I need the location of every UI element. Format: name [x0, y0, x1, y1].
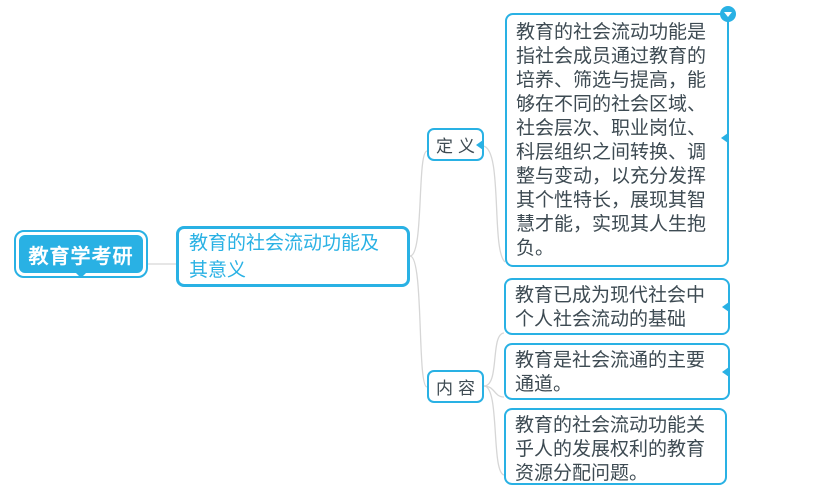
- connector-content-item3: [483, 385, 505, 476]
- main-topic-label: 教育的社会流动功能及其意义: [189, 233, 380, 281]
- connector-content-item2: [483, 385, 505, 398]
- content-item-node[interactable]: 教育是社会流通的主要通道。: [504, 343, 730, 400]
- notch-decoration: [721, 133, 728, 143]
- content-item-node[interactable]: 教育已成为现代社会中个人社会流动的基础: [504, 278, 730, 335]
- chevron-down-icon: [724, 12, 732, 17]
- connector-topic-content: [409, 255, 428, 388]
- collapse-badge[interactable]: [720, 6, 736, 22]
- branch-content-label: 内容: [436, 379, 480, 398]
- notch-decoration: [722, 301, 729, 312]
- branch-node-definition[interactable]: 定义: [427, 128, 484, 161]
- connector-content-item1: [483, 332, 505, 387]
- notch-decoration: [722, 366, 729, 377]
- content-item-text: 教育的社会流动功能关乎人的发展权利的教育资源分配问题。: [515, 415, 706, 484]
- connector-topic-definition: [409, 150, 428, 257]
- root-topic-inner: 教育学考研: [19, 235, 143, 273]
- definition-detail-node[interactable]: 教育的社会流动功能是指社会成员通过教育的培养、筛选与提高，能够在不同的社会区域、…: [505, 13, 729, 267]
- definition-detail-text: 教育的社会流动功能是指社会成员通过教育的培养、筛选与提高，能够在不同的社会区域、…: [516, 22, 707, 259]
- branch-definition-label: 定义: [436, 137, 480, 156]
- connector-definition-detail: [482, 145, 506, 263]
- content-item-text: 教育是社会流通的主要通道。: [515, 350, 706, 395]
- root-tail-decoration: [75, 272, 87, 278]
- main-topic-node[interactable]: 教育的社会流动功能及其意义: [176, 226, 410, 287]
- content-item-node[interactable]: 教育的社会流动功能关乎人的发展权利的教育资源分配问题。: [504, 408, 727, 485]
- content-item-text: 教育已成为现代社会中个人社会流动的基础: [515, 285, 706, 330]
- root-topic-node[interactable]: 教育学考研: [14, 230, 148, 278]
- branch-node-content[interactable]: 内容: [427, 370, 484, 403]
- root-topic-label: 教育学考研: [28, 245, 134, 268]
- notch-decoration: [476, 139, 483, 150]
